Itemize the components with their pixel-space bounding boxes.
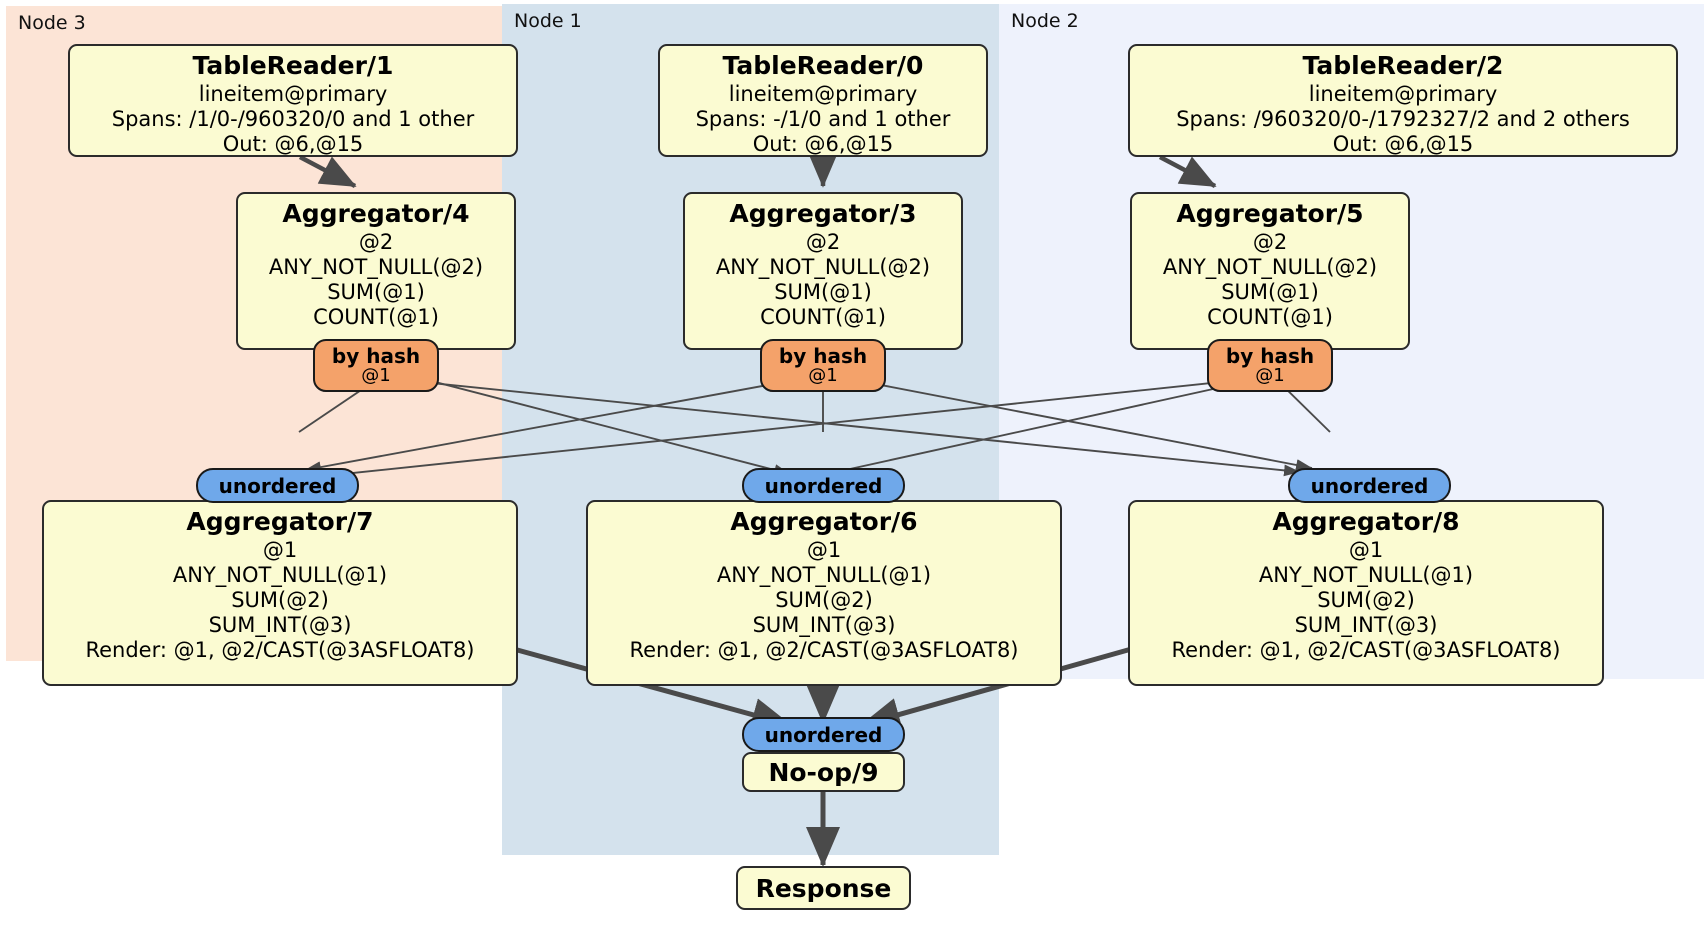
processor-title: TableReader/2 <box>1302 51 1504 80</box>
processor-line: SUM_INT(@3) <box>752 613 896 638</box>
processor-line: COUNT(@1) <box>313 305 439 330</box>
processor-title: Aggregator/6 <box>730 507 918 536</box>
processor-line: SUM(@2) <box>231 587 329 612</box>
processor-response[interactable]: Response <box>736 866 911 910</box>
router-label: unordered <box>218 473 337 498</box>
node-panel-label-node1: Node 1 <box>514 10 582 32</box>
processor-line: COUNT(@1) <box>1207 305 1333 330</box>
processor-line: Render: @1, @2/CAST(@3ASFLOAT8) <box>1171 638 1561 663</box>
processor-line: @1 <box>1348 537 1384 562</box>
processor-line: Render: @1, @2/CAST(@3ASFLOAT8) <box>629 638 1019 663</box>
processor-no-op-9[interactable]: No-op/9 <box>742 752 905 792</box>
processor-title: Response <box>755 873 892 903</box>
processor-title: TableReader/0 <box>722 51 924 80</box>
processor-title: Aggregator/8 <box>1272 507 1460 536</box>
processor-aggregator-7[interactable]: Aggregator/7 @1 ANY_NOT_NULL(@1) SUM(@2)… <box>42 500 518 686</box>
processor-aggregator-3[interactable]: Aggregator/3 @2 ANY_NOT_NULL(@2) SUM(@1)… <box>683 192 963 350</box>
processor-line: Out: @6,@15 <box>1332 131 1474 156</box>
processor-title: No-op/9 <box>768 757 879 787</box>
processor-line: @1 <box>806 537 842 562</box>
processor-aggregator-6[interactable]: Aggregator/6 @1 ANY_NOT_NULL(@1) SUM(@2)… <box>586 500 1062 686</box>
processor-line: lineitem@primary <box>728 81 918 106</box>
router-label: unordered <box>764 473 883 498</box>
processor-title: Aggregator/4 <box>282 199 470 228</box>
router-label: by hash <box>331 343 421 368</box>
processor-line: ANY_NOT_NULL(@2) <box>1162 254 1378 279</box>
processor-line: SUM(@2) <box>1317 587 1415 612</box>
processor-line: SUM(@1) <box>774 279 872 304</box>
processor-line: lineitem@primary <box>1308 81 1498 106</box>
processor-title: Aggregator/3 <box>729 199 917 228</box>
router-label: unordered <box>764 722 883 747</box>
processor-line: COUNT(@1) <box>760 305 886 330</box>
processor-aggregator-5[interactable]: Aggregator/5 @2 ANY_NOT_NULL(@2) SUM(@1)… <box>1130 192 1410 350</box>
router-unordered-final[interactable]: unordered <box>742 717 905 752</box>
processor-line: ANY_NOT_NULL(@1) <box>172 562 388 587</box>
processor-line: ANY_NOT_NULL(@2) <box>715 254 931 279</box>
router-by-hash-right[interactable]: by hash @1 <box>1207 339 1333 392</box>
processor-table-reader-0[interactable]: TableReader/0 lineitem@primary Spans: -/… <box>658 44 988 157</box>
processor-line: SUM(@1) <box>327 279 425 304</box>
processor-aggregator-8[interactable]: Aggregator/8 @1 ANY_NOT_NULL(@1) SUM(@2)… <box>1128 500 1604 686</box>
router-unordered-left[interactable]: unordered <box>196 468 359 503</box>
processor-line: Spans: -/1/0 and 1 other <box>695 106 951 131</box>
processor-table-reader-1[interactable]: TableReader/1 lineitem@primary Spans: /1… <box>68 44 518 157</box>
processor-aggregator-4[interactable]: Aggregator/4 @2 ANY_NOT_NULL(@2) SUM(@1)… <box>236 192 516 350</box>
processor-line: ANY_NOT_NULL(@2) <box>268 254 484 279</box>
node-panel-label-node2: Node 2 <box>1011 10 1079 32</box>
node-panel-label-node3: Node 3 <box>18 12 86 34</box>
processor-line: SUM(@1) <box>1221 279 1319 304</box>
processor-line: ANY_NOT_NULL(@1) <box>716 562 932 587</box>
processor-line: Out: @6,@15 <box>752 131 894 156</box>
processor-line: @2 <box>358 229 394 254</box>
processor-line: Render: @1, @2/CAST(@3ASFLOAT8) <box>85 638 475 663</box>
router-label: by hash <box>1225 343 1315 368</box>
processor-line: Spans: /960320/0-/1792327/2 and 2 others <box>1176 106 1630 131</box>
processor-line: Spans: /1/0-/960320/0 and 1 other <box>111 106 475 131</box>
processor-title: Aggregator/5 <box>1176 199 1364 228</box>
router-column: @1 <box>361 364 391 386</box>
processor-line: @2 <box>1252 229 1288 254</box>
processor-line: SUM_INT(@3) <box>208 613 352 638</box>
processor-line: lineitem@primary <box>198 81 388 106</box>
processor-line: @2 <box>805 229 841 254</box>
processor-table-reader-2[interactable]: TableReader/2 lineitem@primary Spans: /9… <box>1128 44 1678 157</box>
processor-title: TableReader/1 <box>192 51 394 80</box>
router-unordered-right[interactable]: unordered <box>1288 468 1451 503</box>
router-column: @1 <box>1255 364 1285 386</box>
processor-line: SUM_INT(@3) <box>1294 613 1438 638</box>
router-by-hash-center[interactable]: by hash @1 <box>760 339 886 392</box>
processor-title: Aggregator/7 <box>186 507 374 536</box>
router-unordered-center[interactable]: unordered <box>742 468 905 503</box>
router-column: @1 <box>808 364 838 386</box>
processor-line: SUM(@2) <box>775 587 873 612</box>
router-label: unordered <box>1310 473 1429 498</box>
processor-line: Out: @6,@15 <box>222 131 364 156</box>
processor-line: @1 <box>262 537 298 562</box>
router-label: by hash <box>778 343 868 368</box>
router-by-hash-left[interactable]: by hash @1 <box>313 339 439 392</box>
processor-line: ANY_NOT_NULL(@1) <box>1258 562 1474 587</box>
